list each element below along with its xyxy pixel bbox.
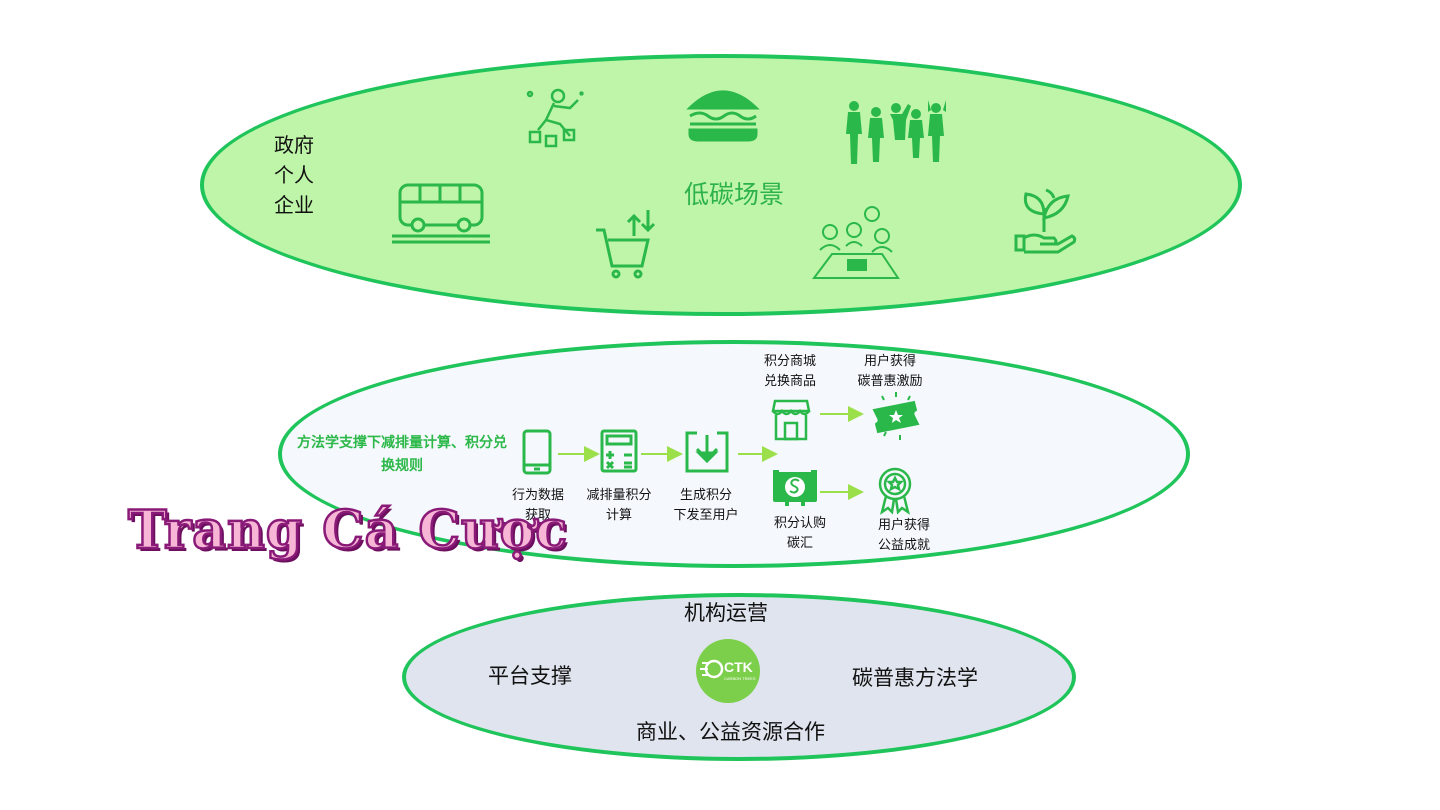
store-icon xyxy=(771,399,811,441)
resource-cooperation-label: 商业、公益资源合作 xyxy=(636,720,825,744)
operations-title: 机构运营 xyxy=(684,601,768,625)
branch-reward-label-line1: 用户获得 xyxy=(863,354,916,369)
burger-icon xyxy=(686,86,760,142)
step-data-label-line1: 行为数据 xyxy=(511,488,564,503)
actor-individual: 个人 xyxy=(274,163,314,187)
branch-mall-label: 积分商城 兑换商品 xyxy=(754,352,826,392)
calculator-icon xyxy=(600,429,638,473)
branch-reward-label: 用户获得 碳普惠激励 xyxy=(848,352,932,392)
branch-reward-label-line2: 碳普惠激励 xyxy=(857,374,923,389)
watermark-text: Trang Cá Cược xyxy=(127,499,569,563)
step-calc-label: 减排量积分 计算 xyxy=(580,486,658,526)
ctk-logo-text: CTK xyxy=(724,659,753,675)
actor-enterprise: 企业 xyxy=(274,193,314,217)
ctk-logo-subtext: CARBON TREES xyxy=(724,676,756,681)
plant-hand-icon xyxy=(1014,184,1078,254)
crowd-icon xyxy=(842,98,954,166)
branch-sink-label: 积分认购 碳汇 xyxy=(764,514,836,554)
step-data-label: 行为数据 获取 xyxy=(503,486,573,526)
actors-list: 政府 个人 企业 xyxy=(274,130,314,220)
methodology-label: 碳普惠方法学 xyxy=(852,666,978,690)
step-calc-label-line2: 计算 xyxy=(605,508,632,523)
branch-sink-label-line2: 碳汇 xyxy=(786,536,813,551)
shopping-cart-icon xyxy=(594,208,666,280)
branch-mall-label-line1: 积分商城 xyxy=(763,354,816,369)
ctk-logo: CTK CARBON TREES xyxy=(696,639,760,703)
scene-title: 低碳场景 xyxy=(684,180,785,209)
branch-sink-label-line1: 积分认购 xyxy=(773,516,826,531)
step-issue-label-line2: 下发至用户 xyxy=(673,508,739,523)
method-note: 方法学支撑下减排量计算、积分兑换规则 xyxy=(297,435,507,474)
medal-icon xyxy=(876,466,914,515)
step-issue-label-line1: 生成积分 xyxy=(679,488,732,503)
phone-icon xyxy=(522,429,552,475)
branch-achievement-label-line2: 公益成就 xyxy=(877,538,930,553)
download-icon xyxy=(683,431,731,473)
ticket-icon xyxy=(870,392,924,440)
branch-achievement-label-line1: 用户获得 xyxy=(877,518,930,533)
step-calc-label-line1: 减排量积分 xyxy=(586,488,652,503)
bus-icon xyxy=(392,182,490,244)
ctk-logo-mark-icon xyxy=(700,659,724,679)
actor-government: 政府 xyxy=(274,133,314,157)
step-issue-label: 生成积分 下发至用户 xyxy=(666,486,746,526)
branch-achievement-label: 用户获得 公益成就 xyxy=(866,516,942,556)
step-data-label-line2: 获取 xyxy=(524,508,551,523)
points-flow-ellipse xyxy=(278,340,1190,568)
meeting-icon xyxy=(812,206,900,282)
recycling-person-icon xyxy=(524,86,590,148)
certificate-icon xyxy=(771,468,819,508)
branch-mall-label-line2: 兑换商品 xyxy=(763,374,816,389)
platform-support-label: 平台支撑 xyxy=(488,664,572,688)
